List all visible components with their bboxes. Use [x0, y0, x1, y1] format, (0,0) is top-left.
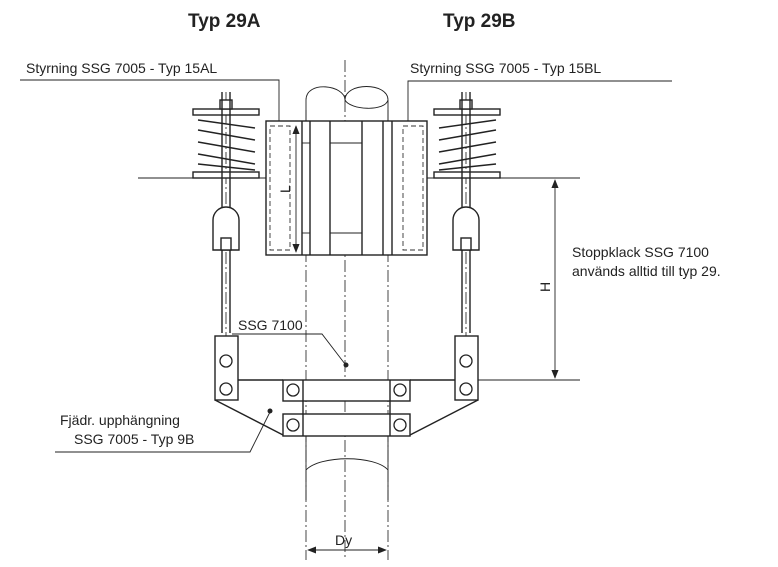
title-typ-29b: Typ 29B: [443, 11, 516, 32]
label-hanger-line1: Fjädr. upphängning: [60, 412, 180, 428]
dimension-h-label: H: [537, 282, 553, 292]
label-stop-line1: Stoppklack SSG 7100: [572, 244, 709, 260]
leader-guide-left: [20, 79, 280, 140]
leader-hanger: [55, 411, 271, 453]
label-guide-right: Styrning SSG 7005 - Typ 15BL: [410, 60, 601, 76]
pipe-top: [305, 86, 389, 121]
pipe-bottom: [305, 436, 389, 500]
label-ssg7100: SSG 7100: [238, 317, 303, 333]
dimension-l-label: L: [277, 185, 293, 193]
dimension-dy-label: Dy: [335, 532, 352, 548]
title-typ-29a: Typ 29A: [188, 11, 261, 32]
pipe-clamp-assembly: [214, 335, 479, 437]
label-hanger-line2: SSG 7005 - Typ 9B: [74, 431, 194, 447]
spring-left: [192, 92, 260, 333]
spring-right: [433, 92, 501, 333]
label-guide-left: Styrning SSG 7005 - Typ 15AL: [26, 60, 217, 76]
label-stop-line2: används alltid till typ 29.: [572, 263, 721, 279]
leader-ssg7100: [232, 333, 346, 365]
